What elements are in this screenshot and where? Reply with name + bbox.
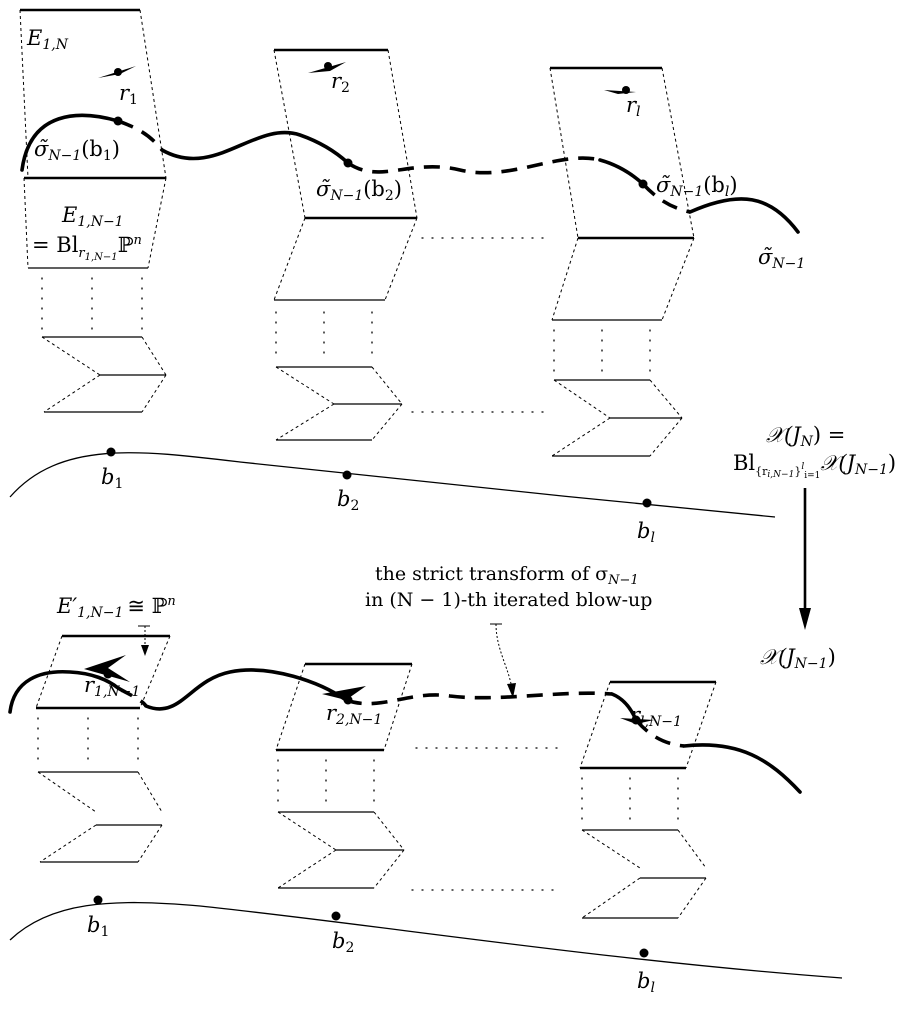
point-sigma-b1 [113,116,123,126]
label-bl2: Bl{ri,N−1}li=1𝒳(JN−1) [733,451,896,481]
point-sigma-bl [638,179,648,189]
label-b2-top: b2 [337,487,359,514]
label-e-1n1: E1,N−1 [61,203,124,230]
strict-transform-pointer [490,623,516,698]
strict-transform-curve [8,668,802,794]
label-bl-eq: = Blr1,N−1ℙn [32,233,142,263]
base-curve-top [9,452,776,518]
label-r2n: r2,N−1 [326,701,382,728]
label-xjn1: 𝒳(JN−1) [760,645,836,672]
arrow-rln [620,718,654,724]
point-b2-bottom [331,911,341,921]
label-sigma-end: σ̃N−1 [758,245,805,272]
arrow-r1n [84,655,130,682]
chevron-stack-col1-bottom [37,771,163,863]
label-e-1n: E1,N [26,26,69,53]
label-xjn: 𝒳(JN) = [766,423,845,450]
label-b1-top: b1 [101,465,123,492]
plane-e-1n1 [23,177,167,269]
label-sigma-bl: σ̃N−1(bl) [656,173,738,200]
e-prime-pointer [138,625,150,656]
label-strict-line2: in (N − 1)-th iterated blow-up [365,589,652,611]
label-sigma-b2: σ̃N−1(b2) [316,177,402,204]
plane-col2-bottom [275,662,413,752]
base-curve-bottom [9,901,843,979]
label-r2: r2 [331,69,350,96]
chevron-stack-col1 [41,336,167,413]
point-b2-top [342,470,352,480]
arrow-r2 [308,62,346,73]
label-rln: rl,N−1 [630,703,682,730]
chevron-stack-col2 [275,366,403,441]
label-r1: r1 [119,81,138,108]
point-bl-bottom [639,948,649,958]
plane-col3-bottom [579,680,717,770]
point-sigma-b2 [343,158,353,168]
point-bl-top [642,498,652,508]
plane-col3-top [549,66,695,321]
label-strict-line1: the strict transform of σN−1 [375,563,639,588]
label-b1-bottom: b1 [87,913,109,940]
arrow-rl [604,86,636,94]
chevron-stack-col3-bottom [581,829,707,919]
chevron-stack-col2-bottom [277,811,405,889]
label-rl: rl [626,93,641,120]
point-b1-bottom [93,895,103,905]
arrow-r1 [98,66,136,78]
label-bl-bottom: bl [637,969,655,996]
map-arrow [799,488,811,630]
label-sigma-b1: σ̃N−1(b1) [34,137,120,164]
label-b2-bottom: b2 [332,929,354,956]
point-b1-top [106,447,116,457]
label-r1n: r1,N−1 [84,673,140,700]
chevron-stack-col3 [551,379,683,457]
sigma-tilde-curve [20,113,800,234]
label-e-prime: E′1,N−1≅ ℙn [56,594,176,621]
label-bl-top: bl [637,519,655,546]
arrow-r2n [322,686,366,700]
